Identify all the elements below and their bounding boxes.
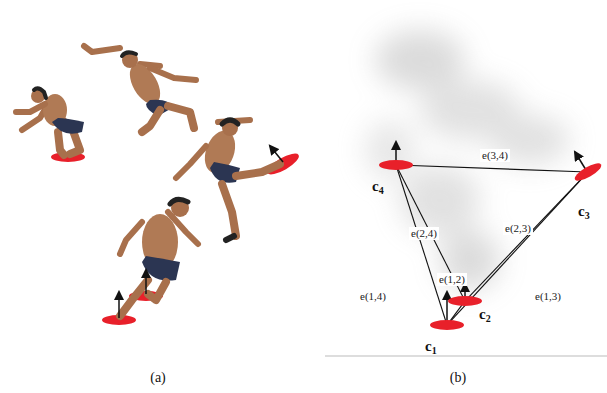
pad-ellipse [430, 320, 464, 330]
panel-label: (b) [450, 370, 466, 386]
node-label: c2 [479, 307, 491, 324]
contact-pad [379, 160, 413, 170]
pad-ellipse [379, 160, 413, 170]
node-label: c3 [578, 204, 590, 221]
direction-arrows [119, 146, 283, 318]
panel-label: (a) [150, 370, 166, 386]
edge-label: e(2,4) [409, 227, 439, 240]
graph-edge [397, 167, 446, 322]
edge-label: e(1,3) [533, 290, 563, 303]
contact-pad [448, 296, 482, 306]
node-label: c4 [372, 179, 384, 196]
graph-edge [467, 174, 585, 298]
edge-label: e(1,4) [358, 290, 388, 303]
smoke [365, 30, 570, 290]
edge-label: e(3,4) [480, 149, 510, 162]
human-figures [16, 46, 280, 316]
baseline [325, 356, 607, 357]
graph-edge [404, 165, 580, 171]
pad-ellipse [448, 296, 482, 306]
pad-ellipse [573, 160, 604, 184]
edge-label: e(1,2) [437, 273, 467, 286]
edge-label: e(2,3) [503, 222, 533, 235]
node-label: c1 [425, 339, 437, 356]
contact-pad [430, 320, 464, 330]
contact-pad [573, 160, 604, 184]
direction-arrows [396, 142, 586, 323]
graph-edge [449, 303, 463, 322]
